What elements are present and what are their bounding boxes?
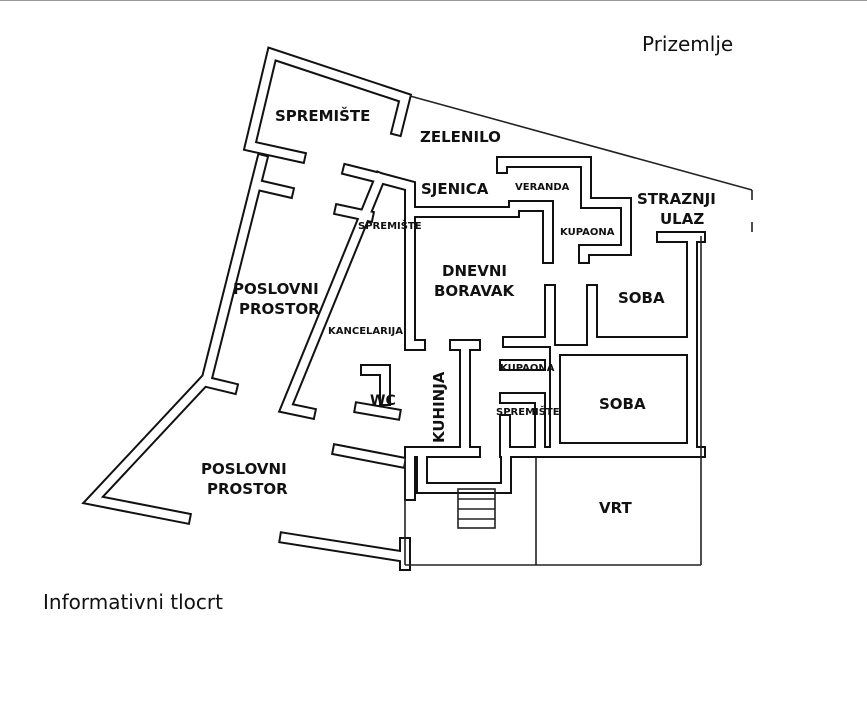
room-label: SPREMIŠTE: [358, 219, 422, 232]
room-label: VRT: [599, 499, 632, 517]
stairs-icon: [457, 488, 496, 529]
wall-segment: [501, 394, 544, 456]
room-label: SOBA: [599, 395, 646, 413]
room-label: POSLOVNI: [201, 460, 287, 478]
wall-segment: [362, 366, 389, 404]
wall-segment: [280, 533, 405, 561]
room-label: DNEVNI: [442, 262, 507, 280]
room-label: STRAZNJI: [637, 190, 716, 208]
wall-segment: [257, 181, 293, 197]
room-label: KUPAONA: [500, 363, 555, 374]
plan-caption: Informativni tlocrt: [43, 590, 223, 614]
wall-segment: [416, 452, 512, 494]
wall-segment: [504, 286, 554, 346]
room-label: WC: [370, 393, 396, 409]
wall-segment: [406, 341, 479, 456]
wall-segment: [502, 284, 556, 348]
room-label: BORAVAK: [434, 282, 516, 300]
wall-segment: [85, 155, 267, 523]
wall-segment: [202, 377, 237, 393]
wall-segment: [498, 158, 630, 262]
room-label: KUHINJA: [430, 371, 448, 443]
wall-segment: [245, 48, 410, 162]
room-label: VERANDA: [515, 182, 570, 193]
wall-segment: [333, 445, 405, 467]
boundary-line: [409, 95, 753, 191]
room-label: POSLOVNI: [233, 280, 319, 298]
walls: [81, 46, 706, 571]
top-border: [0, 0, 867, 1]
room-label: ZELENILO: [420, 128, 501, 146]
room-label: SPREMIŠTE: [275, 106, 370, 125]
floor-title: Prizemlje: [642, 32, 734, 56]
room-label: KUPAONA: [560, 227, 615, 238]
room-label: PROSTOR: [207, 480, 288, 498]
wall-segment: [418, 454, 510, 492]
wall-segment: [280, 172, 386, 418]
room-label: ULAZ: [660, 210, 704, 228]
room-label: SOBA: [618, 289, 665, 307]
room-label: SPREMIŠTE: [496, 405, 560, 418]
room-label: KANCELARIJA: [328, 326, 403, 337]
wall-segment: [343, 165, 518, 216]
wall-segment: [355, 403, 400, 419]
room-label: SJENICA: [421, 180, 489, 198]
wall-segment: [510, 202, 552, 262]
room-label: PROSTOR: [239, 300, 320, 318]
wall-segment: [588, 236, 696, 346]
